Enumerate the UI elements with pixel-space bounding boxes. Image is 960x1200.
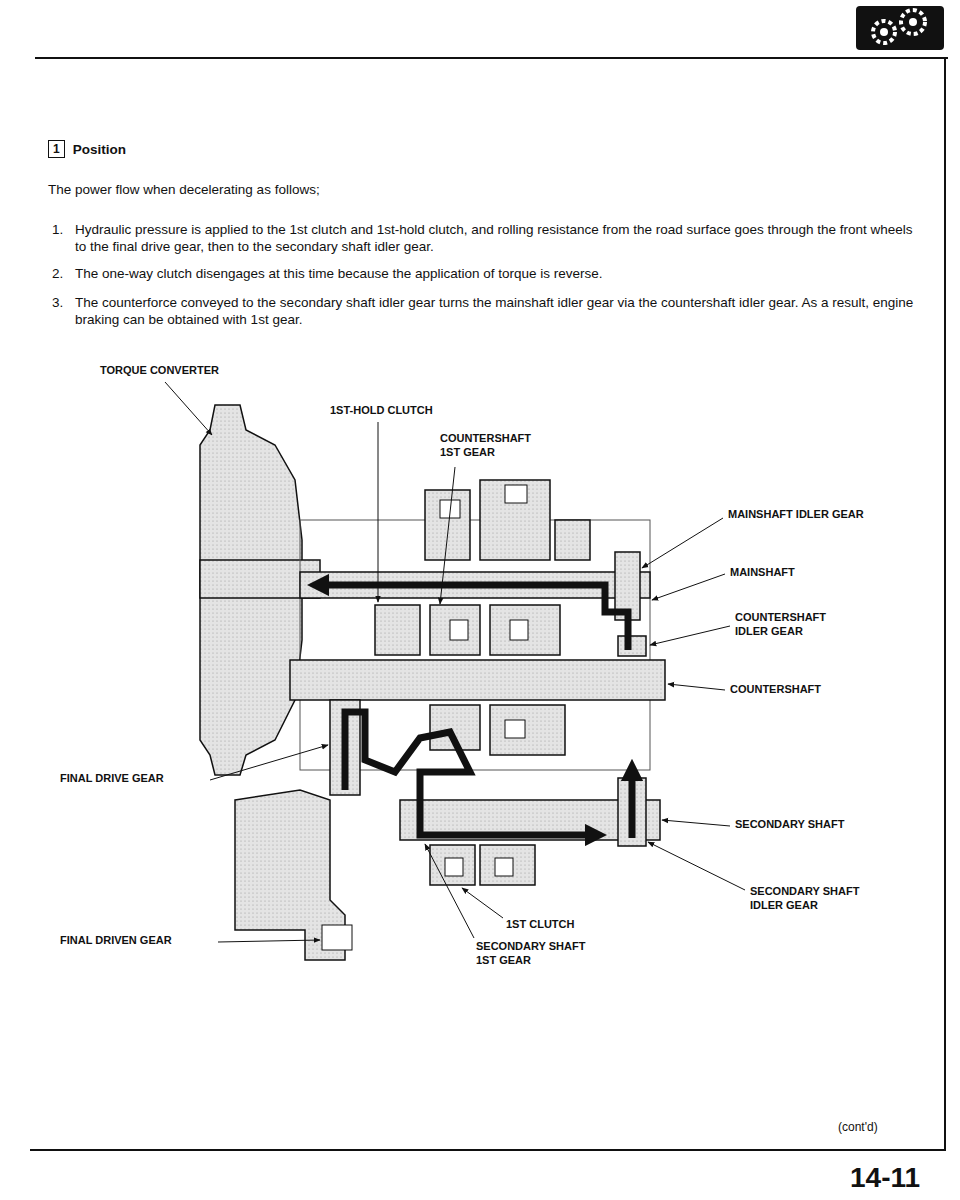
part-label: COUNTERSHAFT 1ST GEAR [440, 432, 550, 460]
frame-rule [944, 58, 946, 1150]
first-gear [430, 845, 475, 885]
list-number: 1. [52, 222, 74, 239]
page-title: Position [73, 140, 126, 159]
part-label: SECONDARY SHAFT [735, 818, 905, 832]
drawing-part [165, 382, 745, 942]
body-text: The power flow when decelerating as foll… [48, 182, 928, 199]
page-number: 14-11 [850, 1160, 950, 1195]
leader-line [165, 382, 212, 435]
frame-rule [35, 57, 948, 59]
leader-line [378, 422, 379, 602]
first-clutch [480, 845, 535, 885]
part-label: SECONDARY SHAFT IDLER GEAR [750, 885, 875, 913]
frame-rule [30, 1149, 946, 1151]
part-label: TORQUE CONVERTER [100, 364, 250, 378]
clutch-pack [425, 490, 470, 560]
gear-teeth [505, 485, 527, 503]
part-label: MAINSHAFT IDLER GEAR [728, 508, 928, 522]
leader-line [210, 745, 328, 780]
gear-teeth [510, 620, 528, 640]
leader-line [668, 684, 725, 690]
final-driven-gear [322, 925, 352, 950]
part-label: SECONDARY SHAFT 1ST GEAR [476, 940, 601, 968]
leader-line [650, 626, 730, 645]
body-text: The counterforce conveyed to the seconda… [75, 295, 920, 329]
gear-teeth [445, 858, 463, 876]
part-label: FINAL DRIVE GEAR [60, 772, 220, 786]
leader-line [440, 467, 455, 604]
part-label: COUNTERSHAFT [730, 683, 880, 697]
part-label: 1ST CLUTCH [506, 918, 616, 932]
leader-line [462, 888, 503, 918]
continued-note: (cont'd) [838, 1120, 928, 1135]
gear-teeth [450, 620, 468, 640]
body-text: Hydraulic pressure is applied to the 1st… [75, 222, 920, 256]
leader-line [662, 820, 730, 826]
section-number: 1 [53, 142, 60, 156]
hold-clutch [375, 605, 420, 655]
gear-teeth [505, 720, 525, 738]
leader-line [425, 844, 474, 938]
clutch-pack [480, 480, 550, 560]
clutch-pack [490, 605, 560, 655]
body-text: The one-way clutch disengages at this ti… [75, 266, 920, 283]
gear [555, 520, 590, 560]
power-flow-arrow [345, 712, 596, 835]
countershaft-idler-gear [618, 636, 646, 656]
list-number: 3. [52, 295, 74, 312]
section-icon [856, 6, 944, 50]
part-label: MAINSHAFT [730, 566, 880, 580]
list-number: 2. [52, 266, 74, 283]
power-flow-arrow [629, 770, 636, 838]
leader-line [648, 842, 745, 890]
gear-icon [880, 28, 888, 36]
gear-teeth [495, 858, 513, 876]
part-label: COUNTERSHAFT IDLER GEAR [735, 611, 845, 639]
part-label: 1ST-HOLD CLUTCH [330, 404, 470, 418]
leader-line [218, 940, 320, 942]
power-flow-arrow [318, 585, 628, 650]
gear-icon [909, 18, 917, 26]
clutch-pack [490, 705, 565, 755]
section-number-box: 1 [48, 140, 65, 158]
gear [430, 605, 480, 655]
part-label: FINAL DRIVEN GEAR [60, 934, 220, 948]
countershaft [290, 660, 665, 700]
leader-line [652, 574, 725, 600]
gear-icon [901, 10, 925, 34]
leader-line [642, 518, 723, 568]
gear-icon [873, 21, 895, 43]
